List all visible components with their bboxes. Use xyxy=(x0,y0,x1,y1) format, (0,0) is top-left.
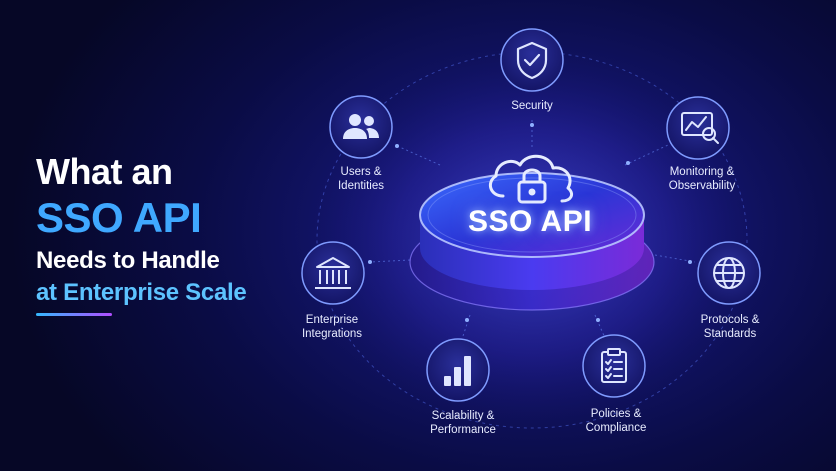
node-protocols[interactable] xyxy=(697,241,761,305)
accent-underline xyxy=(36,313,112,316)
node-scalability[interactable] xyxy=(426,338,490,402)
chart-magnifier-icon xyxy=(681,112,719,144)
cloud-lock-icon xyxy=(488,154,574,204)
headline-line-2: SSO API xyxy=(36,194,202,241)
headline-line-1: What an xyxy=(36,151,173,192)
shield-check-icon xyxy=(516,41,548,80)
label-integrations: Enterprise Integrations xyxy=(301,314,363,340)
label-policies: Policies & Compliance xyxy=(585,408,647,434)
connector-dots xyxy=(368,123,692,322)
node-users[interactable] xyxy=(329,95,393,159)
node-integrations[interactable] xyxy=(301,241,365,305)
headline-line-3: Needs to Handle xyxy=(36,247,220,274)
users-icon xyxy=(343,114,379,139)
bank-building-icon xyxy=(315,257,351,289)
clipboard-checklist-icon xyxy=(601,348,627,383)
label-scalability: Scalability & Performance xyxy=(430,410,496,436)
headline-line-4: at Enterprise Scale xyxy=(36,279,247,306)
bar-chart-icon xyxy=(444,356,471,386)
center-label: SSO API xyxy=(467,205,593,238)
globe-icon xyxy=(713,257,745,289)
label-protocols: Protocols & Standards xyxy=(700,314,760,340)
headline: What an SSO API Needs to Handle at Enter… xyxy=(36,152,306,308)
label-security: Security xyxy=(511,100,553,112)
label-monitoring: Monitoring & Observability xyxy=(668,166,736,192)
orbit-ring xyxy=(316,51,748,429)
label-users: Users & Identities xyxy=(337,166,385,192)
node-monitoring[interactable] xyxy=(666,96,730,160)
node-security[interactable] xyxy=(500,28,564,92)
sso-platform xyxy=(409,172,655,311)
node-policies[interactable] xyxy=(582,334,646,398)
